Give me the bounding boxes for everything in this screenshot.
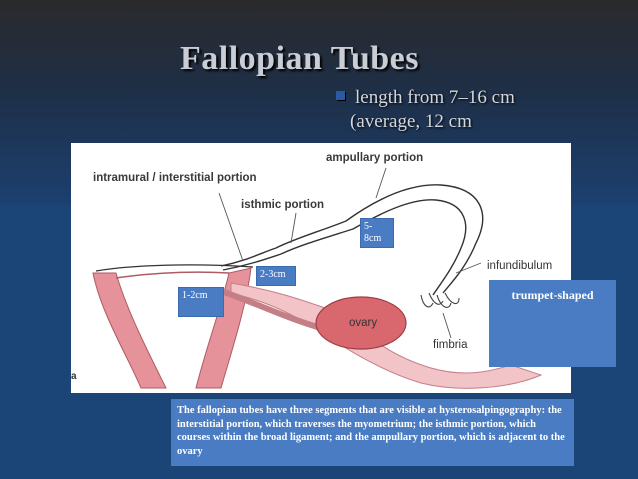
bullet-text-line1: length from 7–16 cm — [355, 87, 515, 108]
trumpet-shaped-box: trumpet-shaped — [489, 280, 616, 367]
figure-edge-mark: a — [71, 371, 77, 382]
label-ampullary-portion: ampullary portion — [326, 152, 424, 164]
length-box-interstitial: 1-2cm — [178, 287, 224, 317]
caption-box: The fallopian tubes have three segments … — [171, 399, 574, 466]
bullet-text-line2: (average, 12 cm — [350, 111, 472, 132]
length-box-isthmic: 2-3cm — [256, 266, 296, 286]
length-box-isthmic-text: 2-3cm — [260, 269, 286, 280]
caption-text: The fallopian tubes have three segments … — [177, 405, 565, 457]
fallopian-tube-diagram — [92, 167, 543, 389]
tube-upper-wall — [220, 184, 484, 294]
ovarian-ligament — [220, 288, 322, 331]
label-fimbria: fimbria — [433, 339, 468, 351]
anatomy-figure: ampullary portion intramural / interstit… — [71, 143, 571, 393]
label-ovary: ovary — [349, 317, 378, 329]
label-isthmic-portion: isthmic portion — [241, 199, 325, 211]
length-box-ampullary: 5- 8cm — [360, 218, 394, 248]
ovary-shape — [315, 296, 407, 350]
leader-isthmic — [290, 212, 297, 244]
uterine-cavity-outline — [115, 271, 230, 279]
leader-ampullary — [375, 167, 387, 199]
fimbriae-fringe — [420, 292, 460, 308]
length-box-ampullary-line2: 8cm — [364, 233, 382, 244]
uterus-outer-outline — [95, 264, 254, 272]
leader-intramural — [218, 192, 244, 262]
slide-title: Fallopian Tubes — [180, 40, 420, 77]
trumpet-shaped-text: trumpet-shaped — [511, 288, 594, 302]
bullet-item: length from 7–16 cm — [336, 86, 515, 110]
bullet-marker-icon — [336, 91, 345, 100]
label-infundibulum: infundibulum — [487, 260, 553, 272]
leader-fimbria — [442, 312, 452, 339]
length-box-ampullary-line1: 5- — [364, 221, 373, 232]
uterus-left-wall — [92, 272, 167, 389]
length-box-interstitial-text: 1-2cm — [182, 290, 208, 301]
tube-lower-wall — [222, 199, 467, 296]
bullet-list: length from 7–16 cm (average, 12 cm — [336, 86, 515, 134]
leader-infundibulum — [455, 262, 482, 274]
label-intramural-portion: intramural / interstitial portion — [93, 172, 257, 184]
